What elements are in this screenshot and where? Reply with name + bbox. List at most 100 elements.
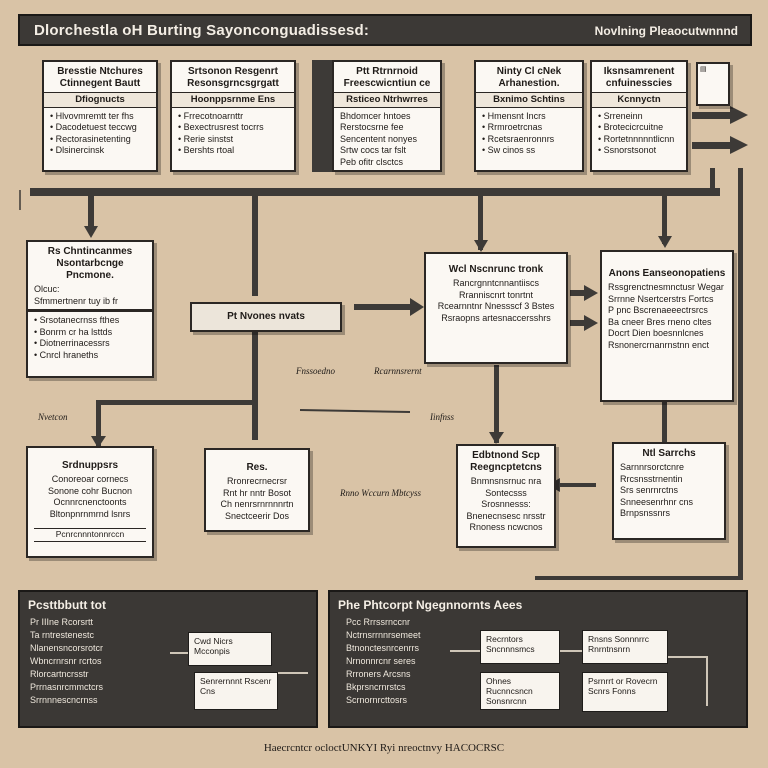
panel-line: Pcc Rrrssrnccnr	[346, 617, 411, 627]
card-subtitle: Kcnnyctn	[592, 92, 686, 108]
header-banner: Dlorchestla oH Burting Sayonconguadisses…	[18, 14, 752, 46]
panel-connector	[170, 652, 188, 654]
bottom-panel-left: Pcsttbbutt tot Pr IIIne Rcorsrtt Ta rntr…	[18, 590, 318, 728]
card-title: Edbtnond Scp Reegncptetcns	[470, 450, 542, 473]
list-item: Ba cneer Bres rneno cltes	[608, 316, 712, 327]
list-item: Rnoness ncwcnos	[469, 522, 543, 532]
lower-card-3: Edbtnond Scp Reegncptetcns Bnmnsnsrnuc n…	[456, 444, 556, 548]
panel-card: Ohnes Rucnncsncn Sonsnrcnn	[480, 672, 560, 710]
center-label: Pt Nvones nvats	[227, 311, 305, 322]
list-item: Rcearnntnr Nnessscf 3 Bstes	[437, 301, 555, 311]
list-item: Rssgrenctnesmnctusr Wegar	[608, 282, 724, 292]
list-item: Ssnorstsonot	[598, 145, 680, 157]
card-title: Iksnsamrenent cnfuinesscies	[603, 66, 675, 89]
connector-center-lower	[252, 330, 258, 440]
arrow-right-icon	[584, 285, 598, 301]
note-icon: ▤	[700, 66, 707, 73]
list-item: Sarnnrsorctcnre	[620, 462, 685, 472]
card-title: Rs Chntincanmes Nsontarbcnge Pncmone.	[47, 246, 133, 281]
center-label-box: Pt Nvones nvats	[190, 302, 342, 332]
list-item: Docrt Dien boesnnlcnes	[608, 328, 704, 338]
list-item: Bltonpnrnmrnd lsnrs	[49, 508, 131, 519]
list-item: Rerstocsrne fee	[340, 122, 404, 132]
card-subtitle: Bxnimo Schtins	[476, 92, 582, 108]
card-title: Ptt Rtrnrnoid Freescwicntiun ce	[343, 66, 431, 89]
card-side-tab	[312, 60, 332, 172]
panel-line: Bkprsncrnrstcs	[346, 682, 406, 692]
bottom-panel-right: Phe Phtcorpt Ngegnnornts Aees Pcc Rrrssr…	[328, 590, 748, 728]
panel-connector	[278, 672, 308, 674]
arrow-right-icon	[584, 315, 598, 331]
card-title: Res.	[246, 462, 268, 473]
list-item: Sonone cohr Bucnon	[47, 485, 133, 496]
list-item: Rsraopns artesnaccersshrs	[441, 312, 551, 323]
list-item: Rcetsraenronnrs	[482, 134, 576, 146]
connector-lower-left	[96, 400, 256, 405]
list-item: Rrcsnsstrnentin	[620, 473, 683, 484]
panel-connector	[706, 656, 708, 706]
list-item: Bershts rtoal	[178, 145, 288, 157]
panel-line: Rrroners Arcsns	[346, 669, 411, 679]
connector-left-down	[88, 196, 94, 230]
panel-line: Ta rntrestenestc	[30, 630, 95, 640]
panel-connector	[560, 650, 582, 652]
connector-bottom	[535, 576, 743, 580]
header-subtitle: Novlning Pleaocutwnnnd	[594, 24, 738, 38]
list-item: Sontecsss	[485, 487, 527, 498]
card-title: Srdnuppsrs	[61, 460, 119, 471]
panel-card: Cwd Nicrs Mcconpis	[188, 632, 272, 666]
top-right-note: ▤	[696, 62, 730, 106]
card-subtitle: Rsticeo Ntrhwrres	[334, 92, 440, 108]
list-item: Snectceerir Dos	[224, 510, 290, 521]
card-title: Ntl Sarrchs	[642, 448, 696, 459]
list-item: Rectorasinetenting	[50, 134, 150, 146]
list-item: Rnt hr nntr Bosot	[222, 487, 292, 498]
connector-label: Rnno Wccurn Mbtcyss	[340, 488, 421, 498]
list-item: Olcuc:	[34, 284, 60, 294]
mid-card-left: Rs Chntincanmes Nsontarbcnge Pncmone. Ol…	[26, 240, 154, 378]
lower-card-1: Srdnuppsrs Conoreoar cornecs Sonone cohr…	[26, 446, 154, 558]
list-item: Sfmmertnenr tuy ib fr	[34, 295, 119, 306]
connector-center-down	[252, 196, 258, 296]
list-item: Sencentent nonyes	[340, 133, 418, 144]
list-item: Cnrcl hraneths	[34, 350, 146, 362]
list-item: Bhdomcer hntoes	[340, 110, 411, 121]
panel-line: Prrnasnrcmmctcrs	[30, 682, 104, 692]
arrow-right-icon	[730, 136, 748, 154]
list-item: Srs senrnrctns	[620, 485, 679, 495]
list-item: Bnmnsnsrnuc nra	[470, 476, 542, 486]
panel-line: Nrnonnrcnr seres	[346, 656, 416, 666]
list-item: Rrmroetrcnas	[482, 122, 576, 134]
top-card-5: Iksnsamrenent cnfuinesscies Kcnnyctn Srr…	[590, 60, 688, 172]
list-item: Rranniscnrt tonrtnt	[458, 289, 534, 300]
panel-connector	[450, 650, 480, 652]
connector-label: Rcarnnsrernt	[374, 366, 422, 376]
arrow-right-icon	[410, 298, 424, 316]
card-subtitle: Hoonppsrnme Ens	[172, 92, 294, 108]
top-card-3: Ptt Rtrnrnoid Freescwicntiun ce Rsticeo …	[332, 60, 442, 172]
list-item: Hmensnt Incrs	[482, 111, 576, 123]
card-divider	[28, 309, 152, 312]
list-item: Srrnne Nsertcerstrs Fortcs	[608, 293, 714, 304]
list-item: Diotnerrinacessrs	[34, 338, 146, 350]
top-card-4: Ninty Cl cNek Arhanestion. Bxnimo Schtin…	[474, 60, 584, 172]
list-item: Srsotanecrnss fthes	[34, 315, 146, 327]
panel-connector	[668, 656, 708, 658]
panel-title: Pcsttbbutt tot	[28, 598, 106, 612]
panel-line: Nlanensncorsrotcr	[30, 643, 104, 653]
connector-top-right	[710, 168, 715, 196]
card-title: Anons Eanseonopatiens	[608, 268, 726, 279]
arrow-right-icon	[730, 106, 748, 124]
panel-list: Pr IIIne Rcorsrtt Ta rntrestenestc Nlane…	[30, 616, 103, 707]
connector-label: Fnssoedno	[296, 366, 335, 376]
list-item: Rancrgnntcnnantiiscs	[452, 278, 540, 288]
list-item: Bnenecnsesc nrsstr	[466, 510, 546, 521]
panel-line: Wbncrnrsnr rcrtos	[30, 656, 102, 666]
list-item: Dacodetuest teccwg	[50, 122, 150, 134]
list-item: Hlvovmremtt ter fhs	[50, 111, 150, 123]
connector-right-down	[662, 196, 667, 244]
panel-card: Senrernnnt Rscenr Cns	[194, 672, 278, 710]
list-item: Frrecotnoarnttr	[178, 111, 288, 123]
panel-list: Pcc Rrrssrnccnr Nctrnsrrnnrsemeet Btnonc…	[346, 616, 421, 707]
lower-card-2: Res. Rronrecrnecrsr Rnt hr nntr Bosot Ch…	[204, 448, 310, 532]
